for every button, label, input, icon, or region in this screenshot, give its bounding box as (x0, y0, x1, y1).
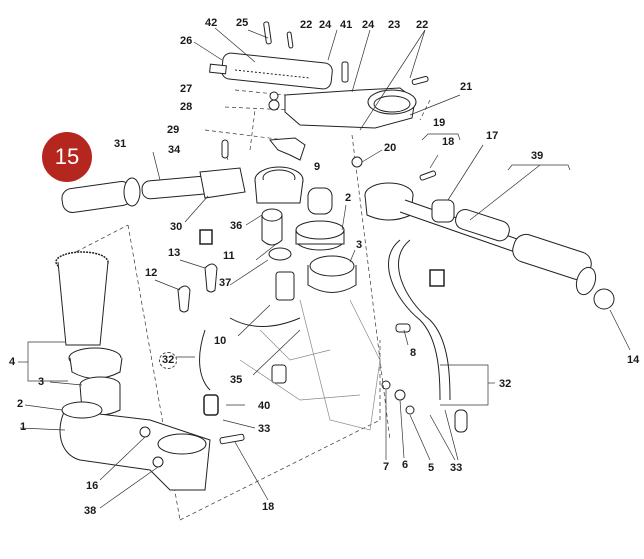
callout-38: 38 (84, 505, 97, 517)
callout-32-circled: 32 (159, 352, 178, 369)
center-bushings (295, 156, 363, 293)
figure-number-badge: 15 (42, 132, 92, 182)
upper-triple-clamp (263, 21, 429, 129)
callout-32: 32 (499, 378, 512, 390)
callout-42: 42 (205, 17, 218, 29)
callout-29: 29 (167, 124, 180, 136)
callout-26: 26 (180, 35, 193, 47)
callout-12: 12 (145, 267, 158, 279)
callout-13: 13 (168, 247, 181, 259)
callout-31: 31 (114, 138, 127, 150)
left-handlebar (61, 166, 304, 245)
callout-5: 5 (428, 462, 435, 474)
callout-2: 2 (345, 192, 352, 204)
callout-23: 23 (388, 19, 401, 31)
cables (381, 239, 468, 433)
callout-10: 10 (214, 335, 227, 347)
callout-27: 27 (180, 83, 193, 95)
callout-24: 24 (362, 19, 375, 31)
callout-8: 8 (410, 347, 417, 359)
callout-30: 30 (170, 221, 183, 233)
callout-18: 18 (262, 501, 275, 513)
callout-22: 22 (300, 19, 313, 31)
callout-37: 37 (219, 277, 232, 289)
callout-16: 16 (86, 480, 99, 492)
leader-lines (18, 27, 631, 509)
callout-41: 41 (340, 19, 353, 31)
callout-40: 40 (258, 400, 271, 412)
callout-7: 7 (383, 461, 390, 473)
callout-17: 17 (486, 130, 499, 142)
callout-39: 39 (531, 150, 544, 162)
callout-18: 18 (442, 136, 455, 148)
callout-33: 33 (450, 462, 463, 474)
callout-35: 35 (230, 374, 243, 386)
callout-9: 9 (314, 161, 321, 173)
callout-25: 25 (236, 17, 249, 29)
bracket-part (269, 137, 306, 161)
frame-outline (239, 299, 381, 431)
right-handlebar (364, 170, 615, 310)
steering-stem (55, 251, 245, 491)
callout-22: 22 (416, 19, 429, 31)
steering-damper (209, 52, 333, 90)
callout-2: 2 (17, 398, 24, 410)
callout-11: 11 (223, 250, 235, 262)
callout-24: 24 (319, 19, 332, 31)
pin-part (221, 139, 229, 159)
callout-20: 20 (384, 142, 397, 154)
callout-33: 33 (258, 423, 271, 435)
ignition-parts (177, 208, 301, 416)
callout-4: 4 (9, 356, 16, 368)
callout-6: 6 (402, 459, 409, 471)
callout-28: 28 (180, 101, 193, 113)
callout-21: 21 (460, 81, 473, 93)
callout-34: 34 (168, 144, 181, 156)
callout-19: 19 (433, 117, 446, 129)
callout-36: 36 (230, 220, 243, 232)
callout-1: 1 (20, 421, 27, 433)
callout-3: 3 (356, 239, 363, 251)
callout-3: 3 (38, 376, 45, 388)
callout-14: 14 (627, 354, 640, 366)
